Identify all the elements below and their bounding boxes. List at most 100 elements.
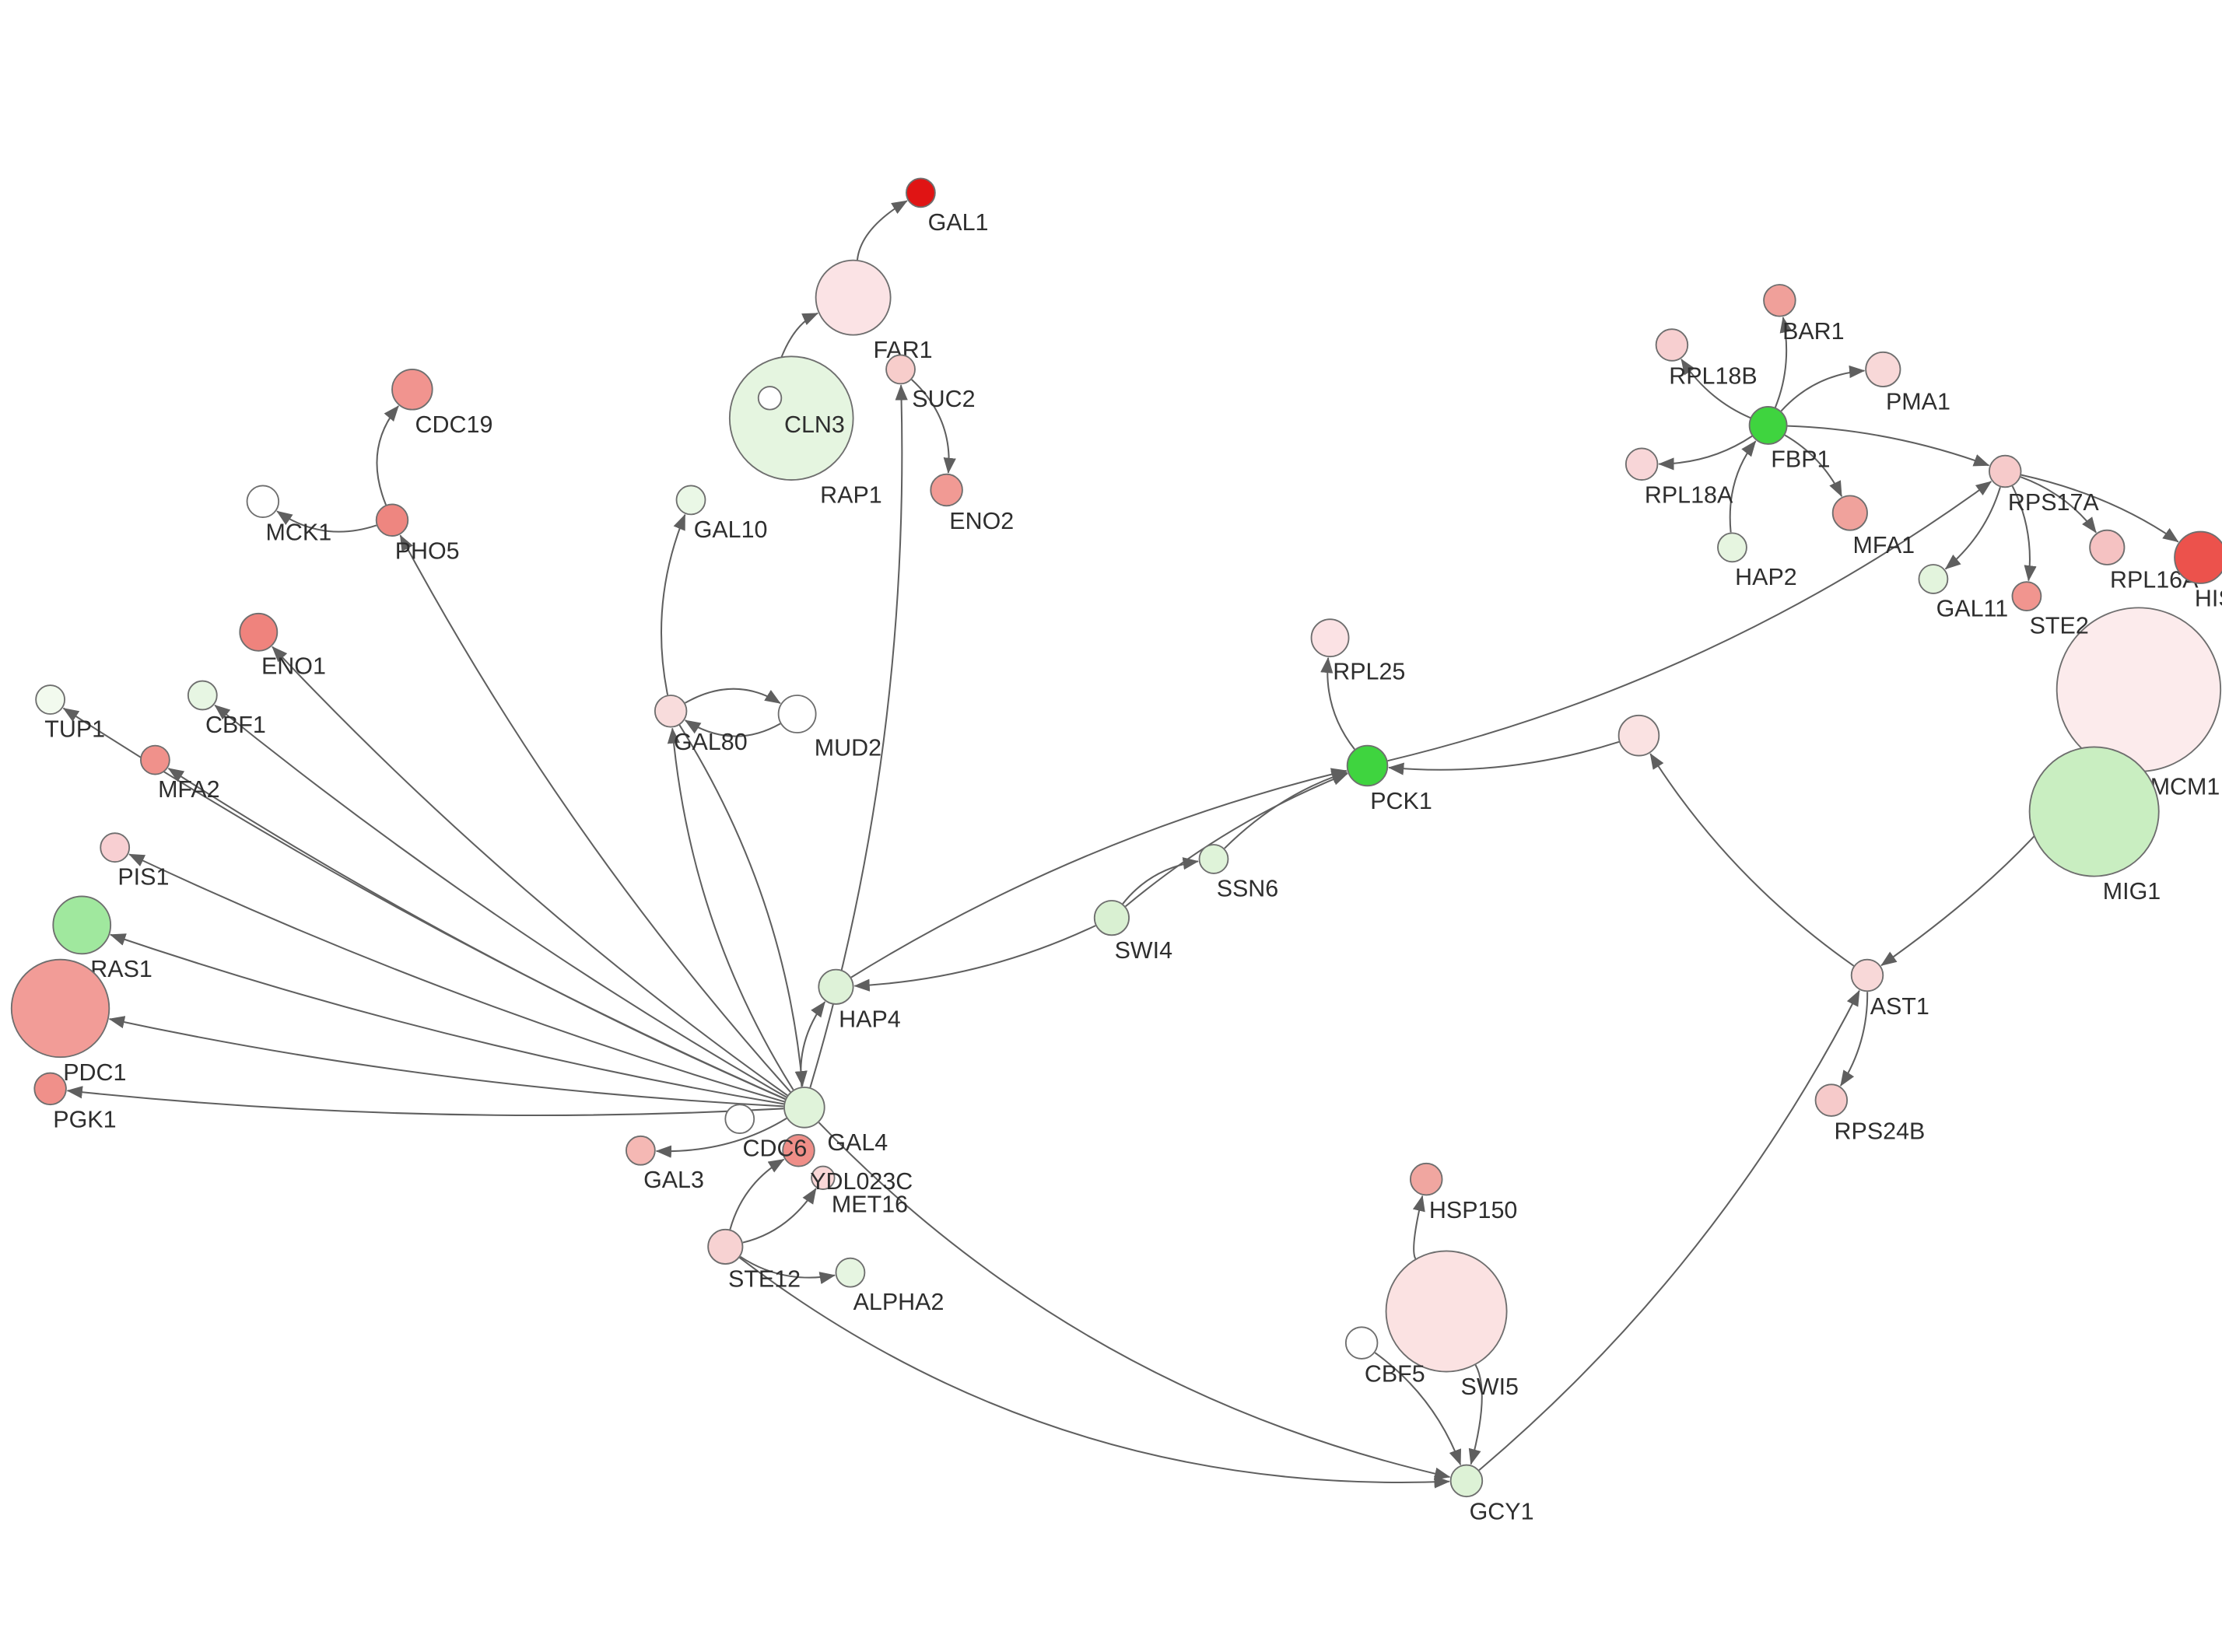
node-CBF1[interactable]: CBF1 bbox=[187, 680, 266, 738]
node-MET16[interactable]: MET16 bbox=[811, 1165, 908, 1218]
node-YDL023C[interactable]: YDL023C bbox=[782, 1134, 913, 1195]
node-SUC2[interactable]: SUC2 bbox=[885, 354, 976, 412]
node-TUP1[interactable]: TUP1 bbox=[35, 684, 105, 743]
gene-node-circle[interactable] bbox=[100, 832, 131, 863]
gene-node-circle[interactable] bbox=[1449, 1464, 1484, 1498]
node-BAR1[interactable]: BAR1 bbox=[1763, 284, 1845, 345]
node-SWI4[interactable]: SWI4 bbox=[1093, 900, 1172, 964]
node-CDC6[interactable]: CDC6 bbox=[724, 1104, 807, 1162]
gene-node-circle[interactable] bbox=[52, 895, 112, 955]
node-MCK1[interactable]: MCK1 bbox=[246, 485, 332, 546]
gene-node-circle[interactable] bbox=[728, 355, 854, 481]
gene-node-circle[interactable] bbox=[654, 695, 688, 728]
node-STE12[interactable]: STE12 bbox=[707, 1228, 801, 1293]
node-MIG1[interactable]: MIG1 bbox=[2028, 746, 2161, 905]
node-HAP4[interactable]: HAP4 bbox=[818, 968, 901, 1033]
gene-node-circle[interactable] bbox=[2174, 530, 2222, 584]
gene-node-circle[interactable] bbox=[707, 1228, 744, 1265]
gene-node-circle[interactable] bbox=[1346, 744, 1389, 787]
node-RAP1[interactable]: RAP1 bbox=[728, 355, 882, 509]
node-SWI5[interactable]: SWI5 bbox=[1385, 1250, 1519, 1400]
gene-node-circle[interactable] bbox=[1918, 564, 1949, 594]
node-PGK1[interactable]: PGK1 bbox=[33, 1072, 117, 1133]
node-STE2[interactable]: STE2 bbox=[2011, 581, 2089, 639]
node-PHO5[interactable]: PHO5 bbox=[375, 503, 460, 565]
gene-node-circle[interactable] bbox=[835, 1257, 866, 1288]
gene-node-circle[interactable] bbox=[1763, 284, 1796, 317]
node-MCM1[interactable]: MCM1 bbox=[2056, 607, 2222, 800]
gene-node-circle[interactable] bbox=[724, 1104, 755, 1135]
gene-node-circle[interactable] bbox=[1831, 495, 1868, 531]
gene-node-circle[interactable] bbox=[239, 612, 279, 652]
node-AST1[interactable]: AST1 bbox=[1850, 958, 1929, 1020]
gene-node-circle[interactable] bbox=[1198, 844, 1229, 874]
node-RPS17A[interactable]: RPS17A bbox=[1989, 454, 2099, 516]
node-GAL1[interactable]: GAL1 bbox=[906, 177, 989, 236]
node-RPL18A[interactable]: RPL18A bbox=[1624, 447, 1733, 509]
gene-node-circle[interactable] bbox=[1865, 351, 1901, 388]
gene-node-circle[interactable] bbox=[885, 354, 916, 385]
node-RPL25[interactable]: RPL25 bbox=[1310, 618, 1406, 685]
gene-node-circle[interactable] bbox=[1624, 447, 1659, 481]
gene-node-circle[interactable] bbox=[35, 684, 65, 715]
gene-node-circle[interactable] bbox=[1748, 406, 1788, 445]
gene-node-circle[interactable] bbox=[140, 744, 170, 775]
gene-node-circle[interactable] bbox=[1093, 900, 1130, 936]
gene-node-circle[interactable] bbox=[815, 259, 892, 336]
node-GCY1[interactable]: GCY1 bbox=[1449, 1464, 1534, 1525]
gene-node-circle[interactable] bbox=[811, 1165, 836, 1191]
gene-node-circle[interactable] bbox=[33, 1072, 67, 1106]
node-HIS4[interactable]: HIS4 bbox=[2174, 530, 2222, 612]
gene-node-circle[interactable] bbox=[391, 369, 433, 411]
node-GAL80[interactable]: GAL80 bbox=[654, 695, 748, 755]
gene-node-circle[interactable] bbox=[818, 968, 854, 1005]
node-PCK1[interactable]: PCK1 bbox=[1346, 744, 1432, 814]
node-RAS1[interactable]: RAS1 bbox=[52, 895, 152, 982]
gene-node-circle[interactable] bbox=[1850, 958, 1884, 992]
node-ENO2[interactable]: ENO2 bbox=[930, 473, 1014, 534]
gene-node-circle[interactable] bbox=[1655, 328, 1689, 362]
node-CBF5[interactable]: CBF5 bbox=[1344, 1326, 1425, 1387]
gene-node-circle[interactable] bbox=[10, 958, 110, 1059]
gene-node-circle[interactable] bbox=[777, 695, 817, 733]
node-HAP2[interactable]: HAP2 bbox=[1717, 532, 1797, 590]
node-GAL10[interactable]: GAL10 bbox=[675, 485, 768, 543]
gene-node-circle[interactable] bbox=[783, 1087, 825, 1129]
node-RPL18B[interactable]: RPL18B bbox=[1655, 328, 1758, 389]
node-HSP150[interactable]: HSP150 bbox=[1410, 1162, 1517, 1223]
node-CDC19[interactable]: CDC19 bbox=[391, 369, 492, 438]
gene-node-circle[interactable] bbox=[1617, 714, 1660, 757]
gene-node-circle[interactable] bbox=[675, 485, 706, 516]
gene-node-circle[interactable] bbox=[1989, 454, 2022, 488]
node-GAL3[interactable]: GAL3 bbox=[626, 1135, 704, 1193]
gene-node-circle[interactable] bbox=[1344, 1326, 1379, 1360]
node-NODE_X[interactable] bbox=[1617, 714, 1660, 757]
node-RPS24B[interactable]: RPS24B bbox=[1814, 1083, 1926, 1144]
gene-node-circle[interactable] bbox=[2028, 746, 2160, 877]
gene-node-circle[interactable] bbox=[187, 680, 218, 711]
gene-node-circle[interactable] bbox=[1385, 1250, 1508, 1373]
gene-node-circle[interactable] bbox=[2089, 529, 2126, 565]
gene-node-circle[interactable] bbox=[930, 473, 963, 507]
node-ENO1[interactable]: ENO1 bbox=[239, 612, 326, 680]
gene-node-circle[interactable] bbox=[626, 1135, 656, 1166]
gene-node-circle[interactable] bbox=[757, 386, 783, 411]
node-PMA1[interactable]: PMA1 bbox=[1865, 351, 1950, 415]
node-SSN6[interactable]: SSN6 bbox=[1198, 844, 1279, 901]
node-MFA2[interactable]: MFA2 bbox=[140, 744, 220, 803]
node-FBP1[interactable]: FBP1 bbox=[1748, 406, 1831, 473]
gene-node-circle[interactable] bbox=[1410, 1162, 1443, 1196]
node-PDC1[interactable]: PDC1 bbox=[10, 958, 127, 1086]
gene-node-circle[interactable] bbox=[1717, 532, 1747, 563]
gene-node-circle[interactable] bbox=[906, 177, 936, 208]
node-PIS1[interactable]: PIS1 bbox=[100, 832, 169, 891]
node-GAL4[interactable]: GAL4 bbox=[783, 1087, 888, 1156]
node-CLN3[interactable]: CLN3 bbox=[757, 386, 845, 438]
node-MFA1[interactable]: MFA1 bbox=[1831, 495, 1915, 558]
gene-node-circle[interactable] bbox=[246, 485, 280, 519]
gene-node-circle[interactable] bbox=[782, 1134, 815, 1167]
node-ALPHA2[interactable]: ALPHA2 bbox=[835, 1257, 944, 1315]
node-FAR1[interactable]: FAR1 bbox=[815, 259, 933, 364]
gene-node-circle[interactable] bbox=[1814, 1083, 1849, 1117]
